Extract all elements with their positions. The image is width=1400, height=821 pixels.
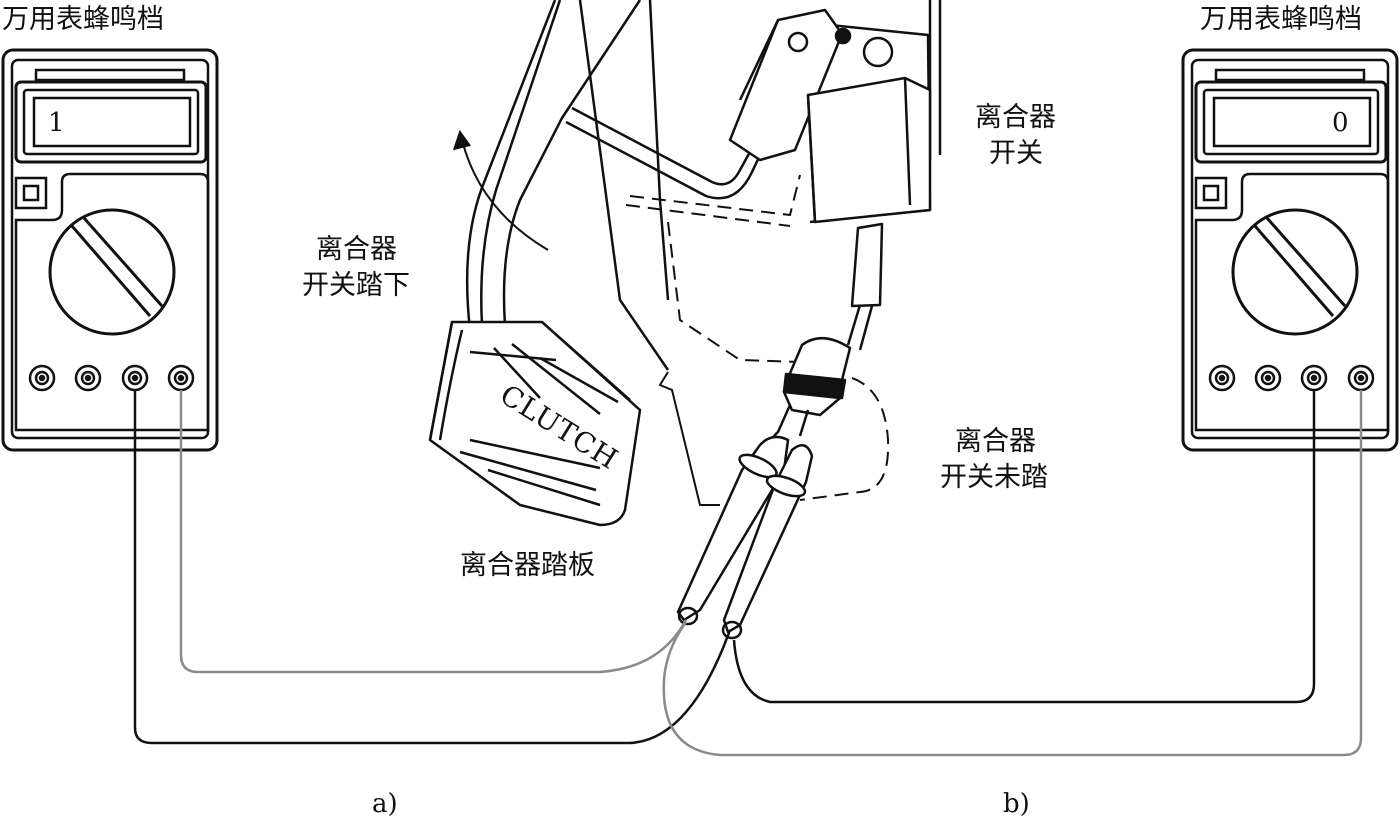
released-label-line2: 开关未踏 [940,462,1048,493]
released-label-line1: 离合器 [955,426,1036,457]
meter-right-title: 万用表蜂鸣档 [1200,4,1362,35]
jack-left-2 [74,364,102,392]
switch-label-line2: 开关 [989,138,1043,169]
multimeter-left [1,48,219,452]
jack-right-2 [1254,364,1282,392]
meter-left-reading: 1 [48,108,65,138]
jack-left-1 [28,364,56,392]
body-dashed-outline [625,174,890,501]
meter-left-title: 万用表蜂鸣档 [2,4,164,35]
probes [676,404,814,640]
test-leads [133,390,1363,757]
subfigure-b-label: b) [1003,789,1030,819]
lead-left-grey [179,390,688,674]
clutch-pedal-pad [428,320,642,527]
pedal-arm [465,0,772,371]
subfigure-a-label: a) [372,789,398,819]
pressed-label-line2: 开关踏下 [302,270,410,301]
switch-label-line1: 离合器 [975,102,1056,133]
clutch-switch [728,0,942,417]
pedal-label: 离合器踏板 [460,550,595,581]
lead-right-black [732,390,1316,704]
multimeter-right [1181,48,1399,452]
meter-right-reading: 0 [1332,108,1349,138]
jack-right-1 [1208,364,1236,392]
lead-left-black [133,390,732,745]
pedal-motion-arrow [453,129,549,251]
lead-right-grey [662,390,1363,757]
body-lower-outline [658,371,720,506]
pressed-label-line1: 离合器 [316,234,397,265]
